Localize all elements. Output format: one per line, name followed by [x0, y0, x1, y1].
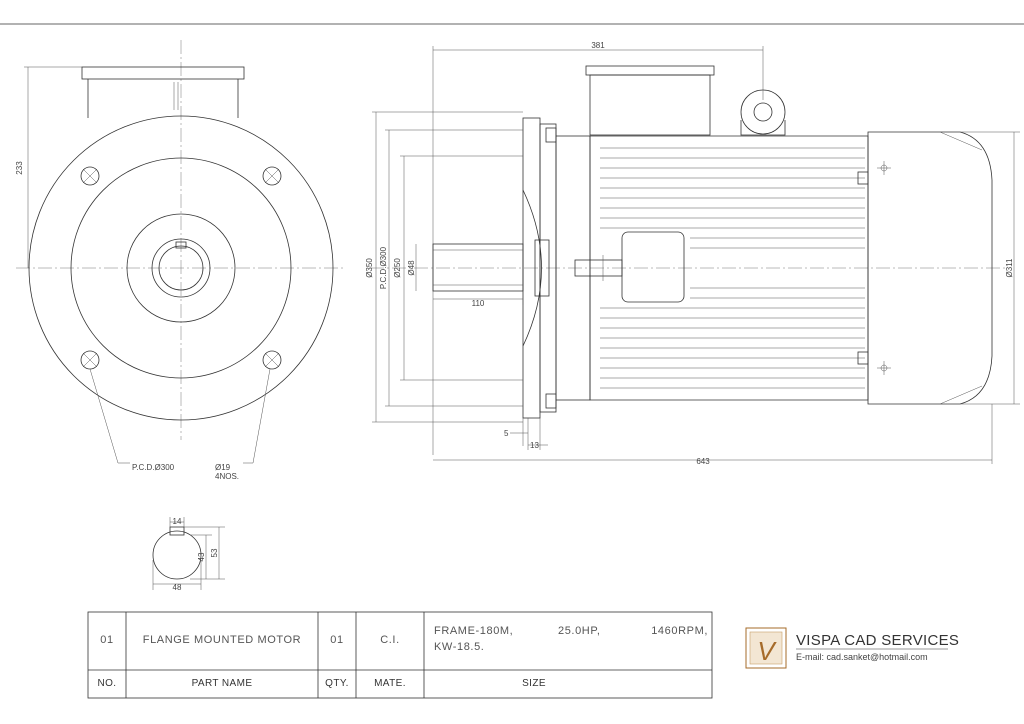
cell-size-rpm: 1460RPM,	[651, 625, 708, 637]
dim-key-48: 48	[173, 583, 182, 592]
dim-pcd300: P.C.D.Ø300	[379, 246, 388, 289]
dim-233: 233	[15, 161, 24, 175]
cross-mark	[877, 361, 891, 375]
header-no: NO.	[98, 678, 117, 689]
header-qty: QTY.	[325, 678, 349, 689]
dim-311: Ø311	[1005, 258, 1014, 278]
dim-643: 643	[696, 457, 710, 466]
header-size: SIZE	[522, 678, 546, 689]
header-mate: MATE.	[374, 678, 406, 689]
dim-hole-qty: 4NOS.	[215, 472, 239, 481]
cell-mate: C.I.	[380, 634, 400, 646]
dim-350: Ø350	[365, 258, 374, 278]
front-view: 233 P.C.D.Ø300 Ø19 4NOS.	[15, 40, 345, 481]
bolt-hole	[80, 166, 100, 186]
logo-letter: V	[757, 636, 777, 666]
cell-size-hp: 25.0HP,	[558, 625, 601, 637]
cell-no: 01	[100, 634, 113, 646]
header-part-name: PART NAME	[192, 678, 253, 689]
dim-key-53: 53	[210, 548, 219, 557]
company-name: VISPA CAD SERVICES	[796, 632, 959, 649]
cell-part-name: FLANGE MOUNTED MOTOR	[143, 634, 301, 646]
bolt-hole	[80, 350, 100, 370]
cooling-fins	[600, 147, 865, 389]
parts-table: 01 FLANGE MOUNTED MOTOR 01 C.I. FRAME-18…	[87, 611, 713, 699]
bolt-hole	[262, 350, 282, 370]
side-view: 381	[365, 41, 1020, 466]
dim-13: 13	[530, 441, 539, 450]
dim-250: Ø250	[393, 258, 402, 278]
company-block: V VISPA CAD SERVICES E-mail: cad.sanket@…	[745, 627, 959, 669]
company-logo: V	[745, 627, 787, 669]
dim-5: 5	[504, 429, 509, 438]
cell-qty: 01	[330, 634, 343, 646]
keyway-detail: 14 43 53 48	[152, 517, 225, 592]
cell-size-kw: KW-18.5.	[434, 641, 484, 653]
bolt-hole	[262, 166, 282, 186]
dim-key-14: 14	[173, 517, 182, 526]
dim-front-pcd: P.C.D.Ø300	[132, 463, 175, 472]
dim-110: 110	[472, 299, 485, 308]
dim-381: 381	[591, 41, 605, 50]
dim-hole-dia: Ø19	[215, 463, 231, 472]
cell-size-frame: FRAME-180M,	[434, 625, 513, 637]
dim-key-43: 43	[197, 552, 206, 561]
cross-mark	[877, 161, 891, 175]
company-email: E-mail: cad.sanket@hotmail.com	[796, 652, 928, 662]
dim-48: Ø48	[407, 260, 416, 276]
